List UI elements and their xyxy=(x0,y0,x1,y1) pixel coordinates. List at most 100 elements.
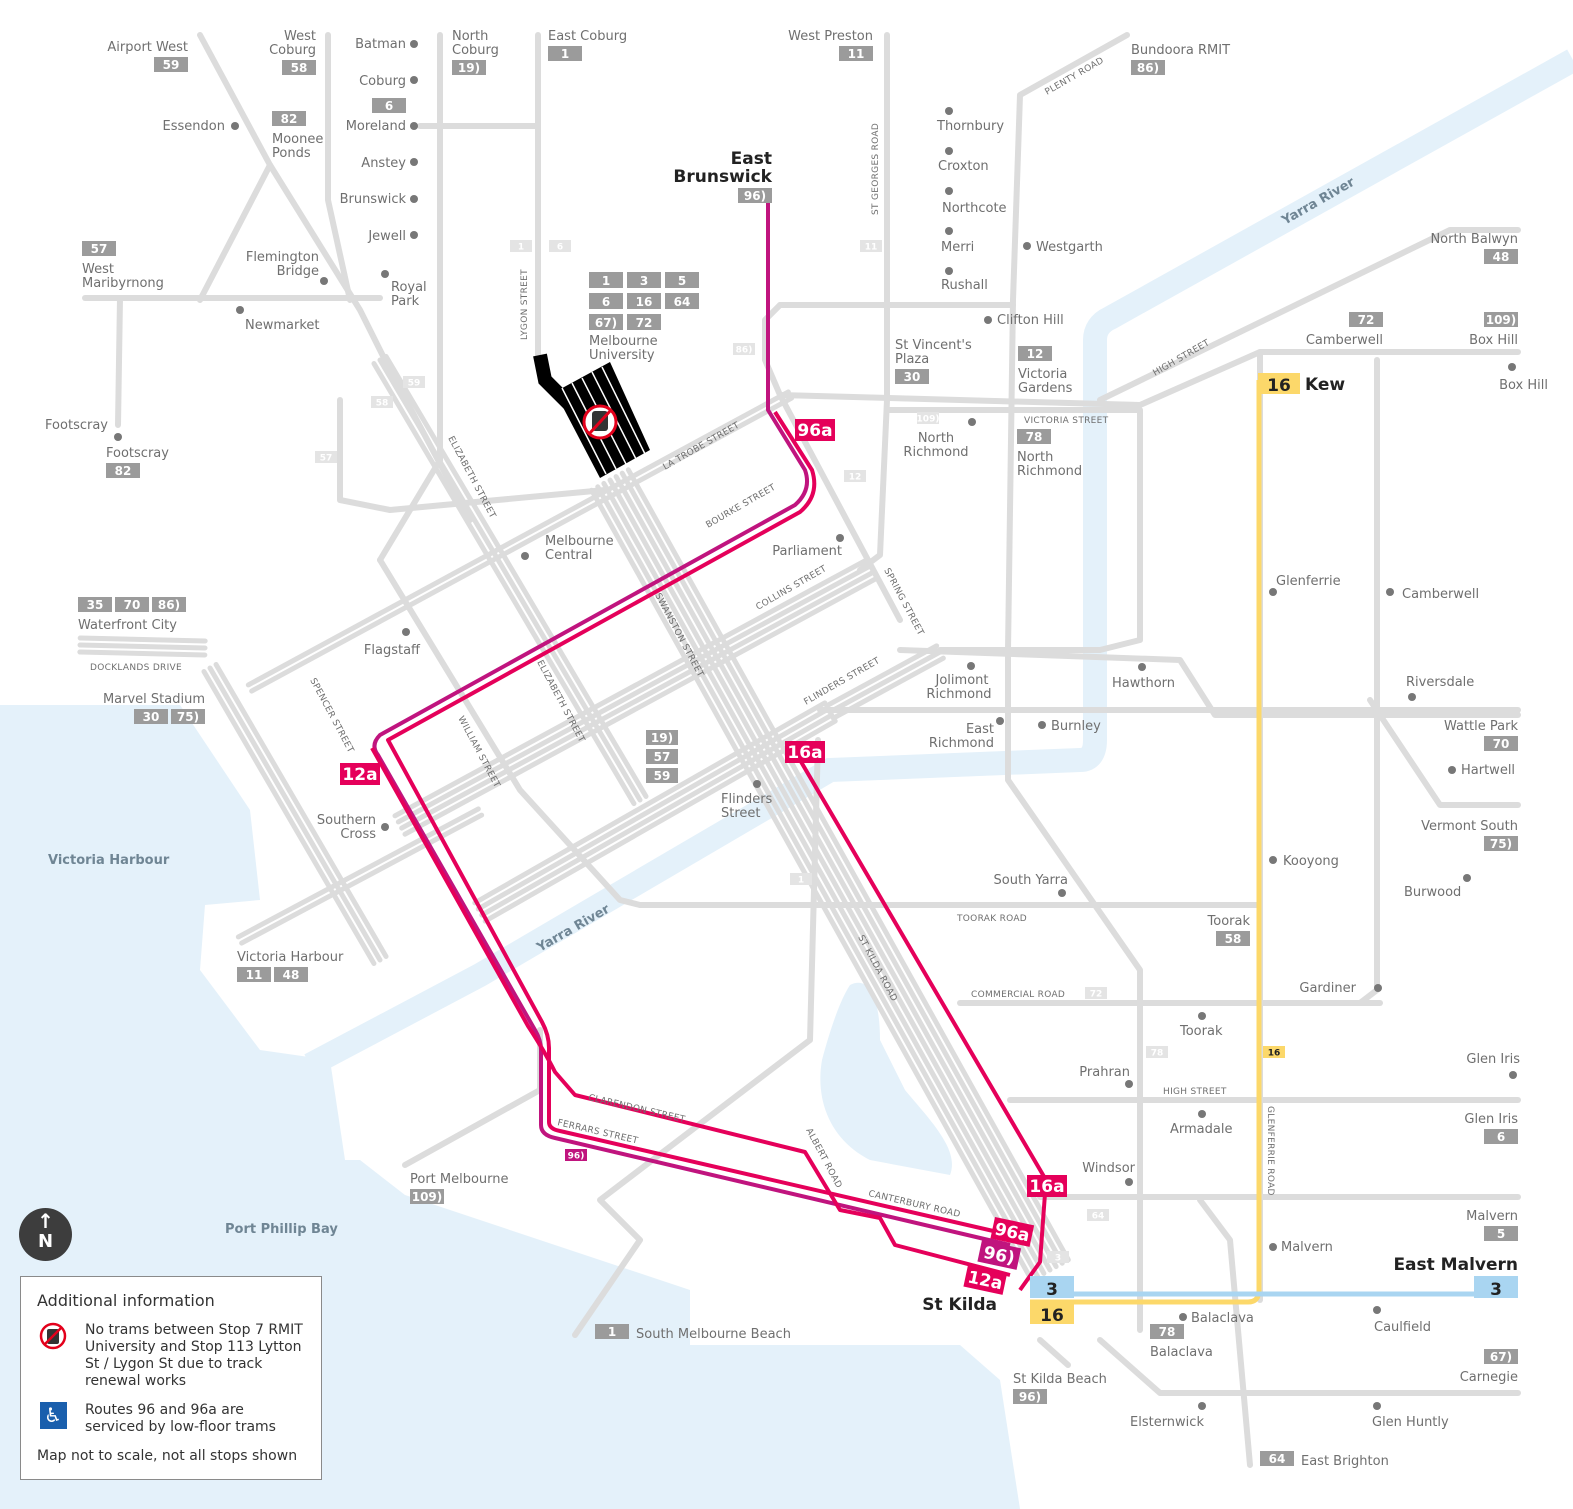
stop-dot xyxy=(320,277,328,285)
svg-text:57: 57 xyxy=(654,750,671,764)
stop-name: Flinders xyxy=(721,792,773,807)
line-marker: 57 xyxy=(315,451,337,464)
stop-dot xyxy=(381,823,389,831)
route-16-line xyxy=(1030,380,1262,1305)
svg-text:82: 82 xyxy=(281,112,298,126)
line-marker: 11 xyxy=(860,240,882,253)
corridor-track xyxy=(371,361,637,807)
svg-text:1: 1 xyxy=(798,876,804,886)
street-label: SPENCER STREET xyxy=(307,677,355,755)
legend-low-floor-text: Routes 96 and 96a are serviced by low-fl… xyxy=(85,1402,276,1435)
stop-name: Glenferrie xyxy=(1276,574,1341,589)
corridor-track xyxy=(77,642,208,651)
stop-name: Richmond xyxy=(926,687,991,702)
stop-dot xyxy=(1374,984,1382,992)
corridor-track xyxy=(827,649,943,715)
stop: Burwood xyxy=(1404,874,1471,900)
stop: Burnley xyxy=(1038,719,1101,734)
stop-dot xyxy=(753,780,761,788)
svg-text:58: 58 xyxy=(376,399,389,409)
stop-dot xyxy=(945,227,953,235)
corridor-track xyxy=(479,712,835,918)
stop-dot xyxy=(1023,242,1031,250)
svg-text:59: 59 xyxy=(163,58,180,72)
route-badge: 19) xyxy=(452,60,486,75)
street-label: ELIZABETH STREET xyxy=(445,435,497,521)
route-badge: 59 xyxy=(646,768,678,783)
stop-name: West xyxy=(82,262,114,277)
stop-name: Malvern xyxy=(1466,1209,1518,1224)
stop-name: Merri xyxy=(941,240,974,255)
route-badge: 78 xyxy=(1150,1324,1184,1339)
svg-text:70: 70 xyxy=(1493,737,1510,751)
stop-name: East Malvern xyxy=(1393,1255,1518,1275)
svg-text:16: 16 xyxy=(636,295,653,309)
stop: Riversdale xyxy=(1406,675,1474,701)
route-badge: 48 xyxy=(274,967,308,982)
stop-name: Brunswick xyxy=(340,192,407,207)
stop: Anstey xyxy=(361,156,418,171)
stop-name: Southern xyxy=(317,813,376,828)
stop: Carnegie 67) xyxy=(1460,1349,1518,1385)
stop: Clifton Hill xyxy=(984,313,1064,328)
route-badge: 70 xyxy=(115,597,149,612)
svg-text:64: 64 xyxy=(1269,1452,1286,1466)
svg-text:5: 5 xyxy=(1497,1227,1505,1241)
route-badge: 48 xyxy=(1484,249,1518,264)
corridor-track xyxy=(601,480,1047,1276)
stop-dot xyxy=(967,662,975,670)
svg-text:109): 109) xyxy=(1486,313,1517,327)
legend-note: Map not to scale, not all stops shown xyxy=(37,1448,298,1464)
stop-name: Kooyong xyxy=(1283,854,1339,869)
corridor-track xyxy=(607,477,1053,1273)
water-label: Port Phillip Bay xyxy=(225,1222,338,1237)
stop: Rushall xyxy=(941,267,988,293)
stop-name: Carnegie xyxy=(1460,1370,1518,1385)
street-label: ST GEORGES ROAD xyxy=(871,123,881,215)
stop: Malvern 5 xyxy=(1466,1209,1518,1241)
legend-title: Additional information xyxy=(37,1291,215,1310)
svg-text:96): 96) xyxy=(744,189,766,203)
stop-name: Toorak xyxy=(1207,914,1251,929)
line-marker: 12 xyxy=(844,470,866,483)
stop: Flagstaff xyxy=(364,628,421,658)
route-badge: 16 xyxy=(627,293,661,309)
route-badge: 3 xyxy=(1474,1276,1518,1300)
corridor-track xyxy=(377,357,643,803)
svg-text:86): 86) xyxy=(1137,61,1159,75)
svg-text:48: 48 xyxy=(283,968,300,982)
corridor-track xyxy=(383,353,649,799)
stop-dot xyxy=(996,717,1004,725)
route-label: 96a xyxy=(990,1217,1035,1247)
stop-name: Parliament xyxy=(772,544,842,559)
accessibility-icon: ♿ xyxy=(39,1402,67,1429)
stop-name: Camberwell xyxy=(1306,333,1383,348)
svg-text:16: 16 xyxy=(1267,376,1291,396)
stop-dot xyxy=(1508,363,1516,371)
svg-text:16a: 16a xyxy=(1029,1177,1064,1197)
stop-name: Wattle Park xyxy=(1444,719,1518,734)
stop-name: Northcote xyxy=(942,201,1007,216)
stop: Hartwell xyxy=(1448,763,1515,778)
stop: Coburg xyxy=(359,74,418,89)
stop-name: Balaclava xyxy=(1191,1311,1254,1326)
stop-name: Anstey xyxy=(361,156,406,171)
street-label: HIGH STREET xyxy=(1163,1087,1227,1097)
svg-text:11: 11 xyxy=(246,968,263,982)
stop-name: Melbourne xyxy=(545,534,614,549)
route-badge: 5 xyxy=(665,272,699,288)
stop: Wattle Park 70 xyxy=(1444,719,1518,751)
svg-text:67): 67) xyxy=(1490,1350,1512,1364)
arrow-up-icon: ↑ xyxy=(37,1209,54,1233)
svg-text:1: 1 xyxy=(518,243,524,253)
svg-text:16: 16 xyxy=(1268,1049,1281,1059)
stop: Elsternwick xyxy=(1130,1402,1206,1430)
